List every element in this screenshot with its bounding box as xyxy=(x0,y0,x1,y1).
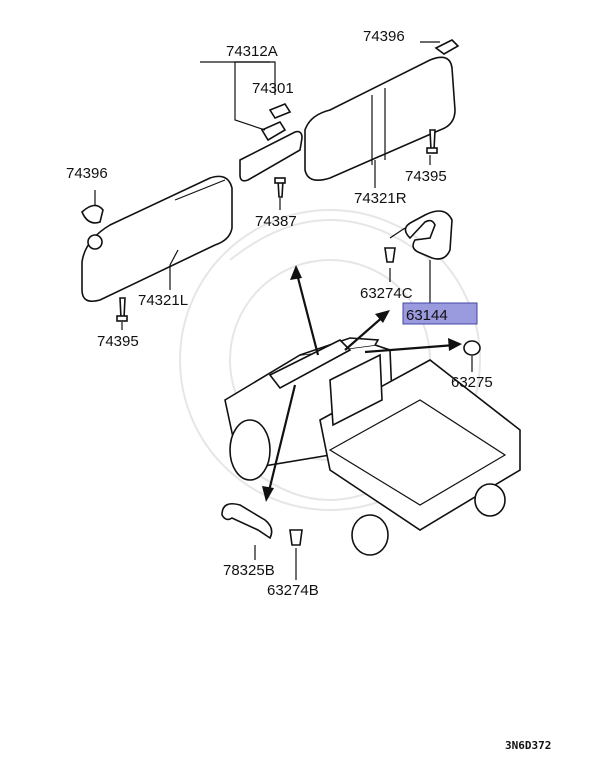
sun-visor-right[interactable] xyxy=(304,56,456,181)
screw-right[interactable] xyxy=(426,129,438,154)
label-74395-right[interactable]: 74395 xyxy=(405,168,447,185)
label-63275[interactable]: 63275 xyxy=(451,374,493,391)
label-78325B[interactable]: 78325B xyxy=(223,562,275,579)
diagram-code: 3N6D372 xyxy=(505,739,551,752)
label-74395-left[interactable]: 74395 xyxy=(97,333,139,350)
label-63274B[interactable]: 63274B xyxy=(267,582,319,599)
label-74396-left[interactable]: 74396 xyxy=(66,165,108,182)
plug-63275[interactable] xyxy=(463,340,481,356)
visor-clip-right[interactable] xyxy=(434,39,460,55)
leader-lines xyxy=(94,41,473,580)
pointer-arrows xyxy=(262,265,462,502)
label-74387[interactable]: 74387 xyxy=(255,213,297,230)
screw-63274B[interactable] xyxy=(289,529,303,546)
assist-grip-63144[interactable] xyxy=(389,210,453,260)
label-74312A[interactable]: 74312A xyxy=(226,43,278,60)
rear-view-mirror[interactable] xyxy=(239,103,303,182)
visor-clip-left[interactable] xyxy=(81,204,104,250)
label-74321R[interactable]: 74321R xyxy=(354,190,407,207)
screw-mirror[interactable] xyxy=(274,177,286,198)
highlight-box-63144[interactable] xyxy=(402,302,478,325)
screw-63274C[interactable] xyxy=(384,247,396,263)
screw-left[interactable] xyxy=(116,297,128,322)
truck-body xyxy=(224,337,521,556)
sun-visor-left[interactable] xyxy=(81,175,233,303)
label-74321L[interactable]: 74321L xyxy=(138,292,188,309)
assist-grip-78325B[interactable] xyxy=(221,502,273,540)
label-63144[interactable]: 63144 xyxy=(406,307,448,324)
label-63274C[interactable]: 63274C xyxy=(360,285,413,302)
label-74301[interactable]: 74301 xyxy=(252,80,294,97)
label-74396-top[interactable]: 74396 xyxy=(363,28,405,45)
